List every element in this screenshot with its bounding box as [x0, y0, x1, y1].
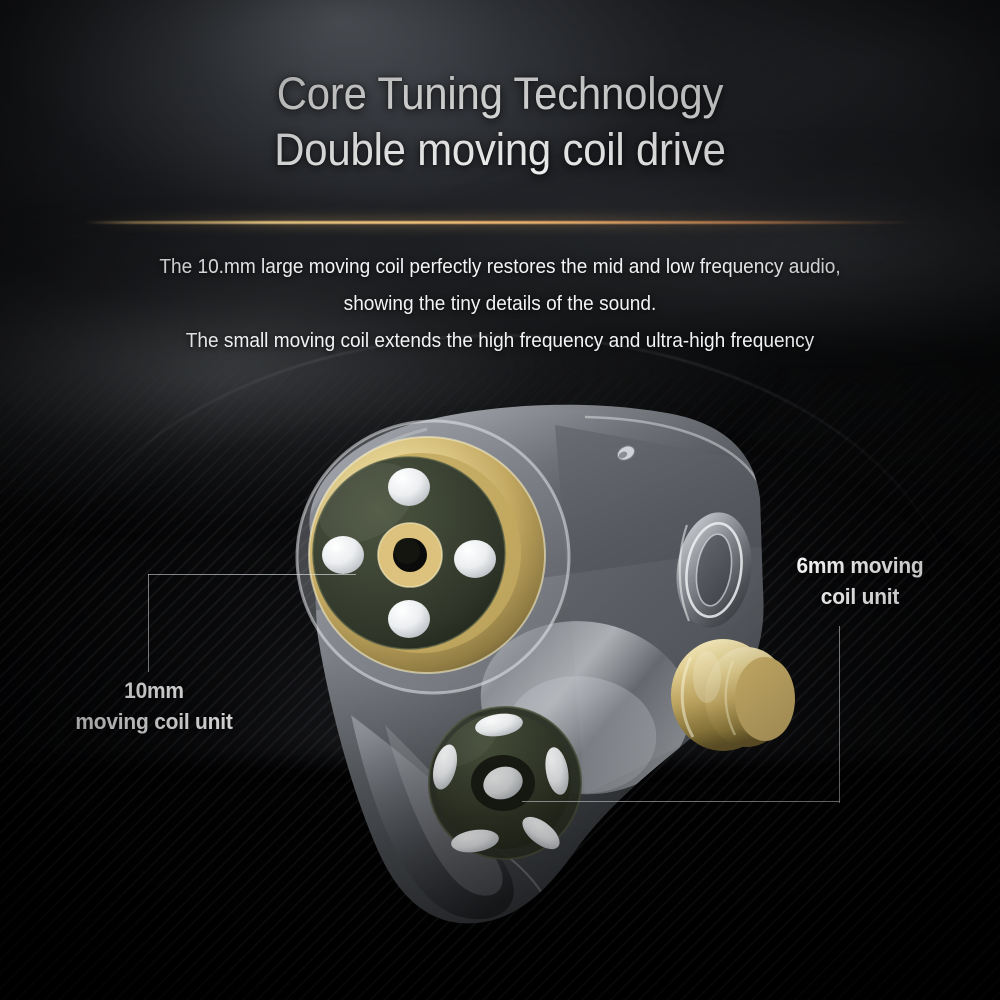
leader-line-left-horizontal — [148, 574, 356, 576]
small-driver-6mm — [428, 706, 582, 860]
description-line-1: The 10.mm large moving coil perfectly re… — [159, 255, 841, 278]
callout-label-6mm: 6mm moving coil unit — [750, 550, 970, 612]
gold-nozzle — [671, 639, 795, 751]
callout-left-line-2: moving coil unit — [75, 709, 233, 734]
leader-line-right-horizontal — [522, 801, 840, 803]
callout-left-line-1: 10mm — [124, 678, 184, 703]
leader-line-right-vertical — [839, 626, 841, 803]
page-title: Core Tuning Technology Double moving coi… — [35, 66, 965, 178]
callout-right-line-2: coil unit — [820, 584, 900, 609]
leader-line-left-vertical — [148, 574, 150, 672]
callout-right-line-1: 6mm moving — [796, 553, 924, 578]
description-line-3: The small moving coil extends the high f… — [185, 329, 815, 352]
description-line-2: showing the tiny details of the sound. — [343, 292, 657, 315]
callout-label-10mm: 10mm moving coil unit — [40, 675, 268, 737]
description-paragraph: The 10.mm large moving coil perfectly re… — [35, 248, 965, 359]
headline-line-1: Core Tuning Technology — [276, 68, 724, 119]
large-driver-10mm — [295, 419, 571, 695]
earphone-product-image — [255, 395, 815, 975]
headline-line-2: Double moving coil drive — [274, 124, 726, 175]
gold-divider — [84, 221, 916, 224]
